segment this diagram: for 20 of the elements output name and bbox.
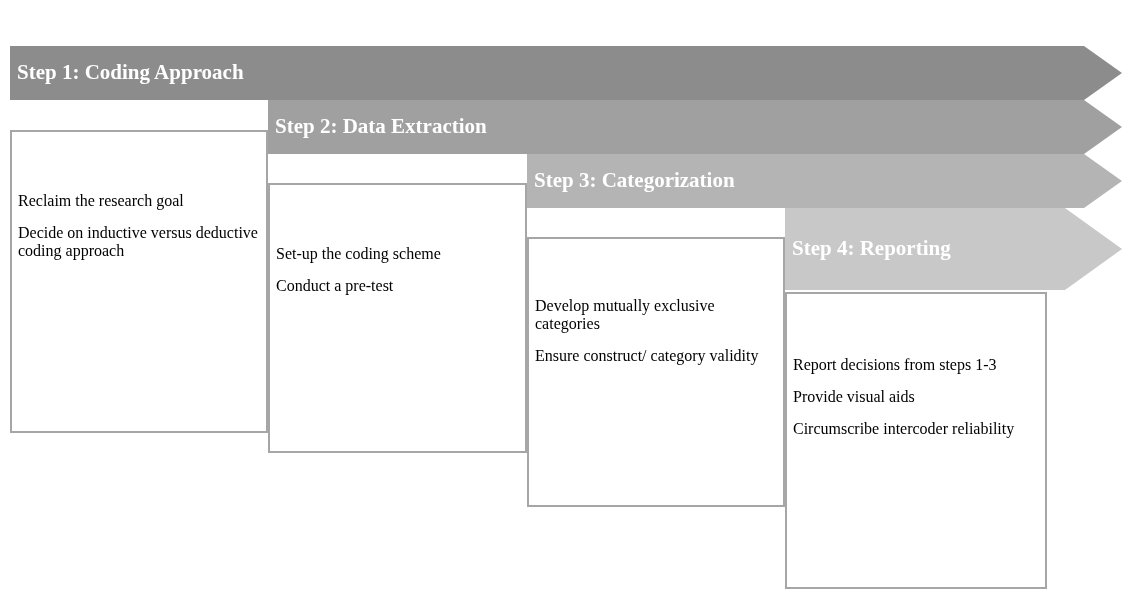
arrow-banner bbox=[785, 208, 1122, 290]
task-text: Ensure construct/ category validity bbox=[535, 347, 760, 365]
step-heading: Step 1: Coding Approach bbox=[17, 60, 244, 85]
task-text: Report decisions from steps 1-3 bbox=[793, 356, 998, 374]
task-text: Develop mutually exclusive categories bbox=[535, 297, 716, 333]
task-text: Decide on inductive versus deductive coding approach bbox=[18, 224, 259, 260]
step-panel bbox=[10, 130, 268, 433]
task-text: Set-up the coding scheme bbox=[276, 245, 442, 263]
step-heading: Step 3: Categorization bbox=[534, 168, 735, 193]
arrow-banner bbox=[527, 154, 1122, 208]
step-panel bbox=[785, 292, 1047, 589]
step-heading: Step 2: Data Extraction bbox=[275, 114, 487, 139]
step-panel bbox=[268, 183, 527, 453]
task-text: Reclaim the research goal bbox=[18, 192, 185, 210]
task-text: Conduct a pre-test bbox=[276, 277, 395, 295]
step-panel bbox=[527, 237, 785, 507]
task-text: Circumscribe intercoder reliability bbox=[793, 420, 1016, 438]
arrow-banner bbox=[268, 100, 1122, 154]
arrow-banner bbox=[10, 46, 1122, 100]
task-text: Provide visual aids bbox=[793, 388, 916, 406]
